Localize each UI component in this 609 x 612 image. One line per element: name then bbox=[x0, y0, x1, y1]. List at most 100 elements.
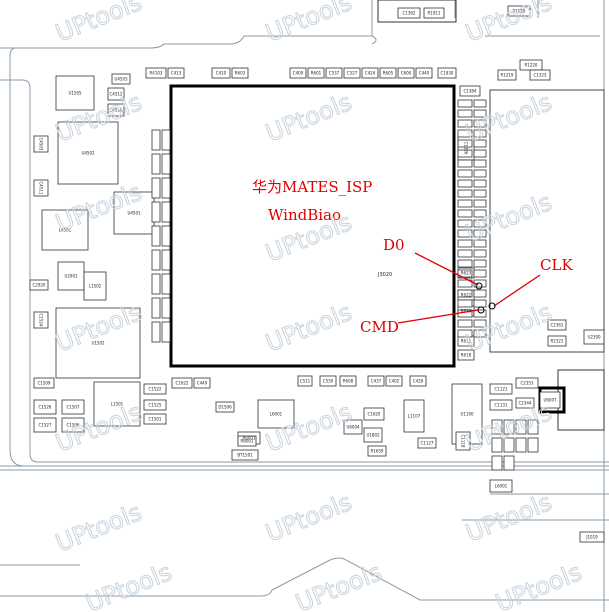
side-pad bbox=[457, 109, 473, 118]
component-c11 bbox=[325, 67, 343, 79]
side-pad bbox=[151, 297, 161, 319]
side-pad bbox=[161, 273, 171, 295]
component-label-c80: C1326 bbox=[464, 142, 469, 155]
component-c21 bbox=[55, 75, 95, 111]
side-pad bbox=[473, 179, 487, 188]
component-c74 bbox=[457, 349, 475, 361]
component-label-c75: R615 bbox=[461, 339, 472, 344]
component-label-c53: C1620 bbox=[368, 412, 381, 417]
component-label-c40: C1522 bbox=[149, 387, 162, 392]
component-top-right-2 bbox=[423, 7, 445, 19]
component-c4 bbox=[111, 73, 131, 85]
component-label-c43: C1622 bbox=[176, 381, 189, 386]
component-c40 bbox=[143, 383, 167, 395]
watermark-text: UPtools bbox=[262, 0, 356, 48]
watermark-text: UPtools bbox=[462, 88, 556, 148]
component-c33 bbox=[55, 307, 141, 379]
component-label-c14: R605 bbox=[383, 71, 394, 76]
side-pad bbox=[503, 419, 515, 435]
side-pad bbox=[473, 199, 487, 208]
watermark-text: UPtools bbox=[492, 558, 586, 612]
side-pad bbox=[473, 269, 487, 278]
component-c22 bbox=[107, 87, 125, 101]
component-label-c66: C1118 bbox=[461, 435, 466, 448]
component-label-c7: C410 bbox=[216, 71, 227, 76]
component-label-c11: C537 bbox=[329, 71, 340, 76]
component-c58 bbox=[489, 383, 513, 395]
component-label-c49: R608 bbox=[343, 379, 354, 384]
component-label-c63: U2300 bbox=[587, 335, 601, 340]
component-c37 bbox=[61, 399, 85, 415]
component-label-c59: C1131 bbox=[495, 403, 508, 408]
annotation-lines bbox=[397, 252, 541, 324]
side-pad bbox=[151, 201, 161, 223]
component-c67 bbox=[417, 437, 437, 449]
component-c15 bbox=[397, 67, 415, 79]
component-label-c79: C1384 bbox=[464, 89, 477, 94]
component-c25 bbox=[57, 121, 119, 185]
side-pad bbox=[457, 329, 473, 338]
component-label-c35: L1501 bbox=[111, 402, 124, 407]
component-label-c60: C2353 bbox=[521, 381, 534, 386]
side-pad bbox=[515, 419, 527, 435]
isp-title-label: 华为MATES_ISP bbox=[252, 178, 372, 196]
component-c24 bbox=[33, 135, 49, 153]
component-label-c69: R6001 bbox=[243, 436, 256, 441]
watermark-text: UPtools bbox=[262, 298, 356, 358]
component-label-c37: C1507 bbox=[67, 405, 80, 410]
side-pad bbox=[457, 219, 473, 228]
component-label-c68: L6001 bbox=[495, 484, 508, 489]
side-pad bbox=[161, 129, 171, 151]
component-c7 bbox=[211, 67, 231, 79]
component-label-c78: R620 bbox=[461, 309, 472, 314]
side-pad bbox=[457, 199, 473, 208]
component-label-c58: C1121 bbox=[495, 387, 508, 392]
component-label-c18: R1220 bbox=[525, 63, 538, 68]
side-pad bbox=[457, 189, 473, 198]
component-c39 bbox=[61, 417, 85, 433]
watermark-text: UPtools bbox=[52, 0, 146, 48]
component-c50 bbox=[367, 375, 385, 387]
side-pad bbox=[473, 229, 487, 238]
side-pad bbox=[457, 319, 473, 328]
watermark-text: UPtools bbox=[52, 498, 146, 558]
component-label-top-right-2: R1911 bbox=[428, 11, 441, 16]
component-label-c36: C1526 bbox=[39, 405, 52, 410]
side-pad bbox=[161, 249, 171, 271]
side-pad bbox=[527, 437, 539, 453]
component-c71 bbox=[237, 435, 257, 447]
component-label-c31: L1502 bbox=[89, 284, 102, 289]
component-label-c28: U4501 bbox=[127, 211, 141, 216]
component-c38 bbox=[33, 417, 57, 433]
component-c41 bbox=[143, 399, 167, 411]
component-c47 bbox=[297, 375, 313, 387]
component-label-c74: R618 bbox=[461, 353, 472, 358]
side-pad bbox=[457, 289, 473, 298]
side-pad bbox=[473, 139, 487, 148]
component-c65 bbox=[547, 335, 567, 347]
side-pad bbox=[161, 225, 171, 247]
side-pad bbox=[491, 419, 503, 435]
component-c20 bbox=[529, 69, 551, 81]
watermark-text: UPtools bbox=[462, 0, 556, 48]
side-pad bbox=[161, 297, 171, 319]
component-c14 bbox=[379, 67, 397, 79]
component-c42 bbox=[143, 413, 167, 425]
component-c60 bbox=[515, 377, 539, 389]
component-label-c26: C4511 bbox=[39, 182, 44, 195]
component-c10 bbox=[307, 67, 325, 79]
component-label-c45: D1506 bbox=[218, 405, 232, 410]
component-label-c44: C449 bbox=[197, 381, 208, 386]
component-label-c70: BT1501 bbox=[237, 453, 253, 458]
component-label-c51: C402 bbox=[389, 379, 400, 384]
component-label-c38: C1527 bbox=[39, 423, 52, 428]
side-pad bbox=[473, 289, 487, 298]
component-c44 bbox=[193, 377, 211, 389]
component-label-c72: R1659 bbox=[371, 449, 384, 454]
side-pad bbox=[473, 319, 487, 328]
side-pad bbox=[151, 177, 161, 199]
side-pad bbox=[473, 109, 487, 118]
component-c79 bbox=[459, 85, 481, 97]
component-label-c34: C1509 bbox=[38, 381, 51, 386]
